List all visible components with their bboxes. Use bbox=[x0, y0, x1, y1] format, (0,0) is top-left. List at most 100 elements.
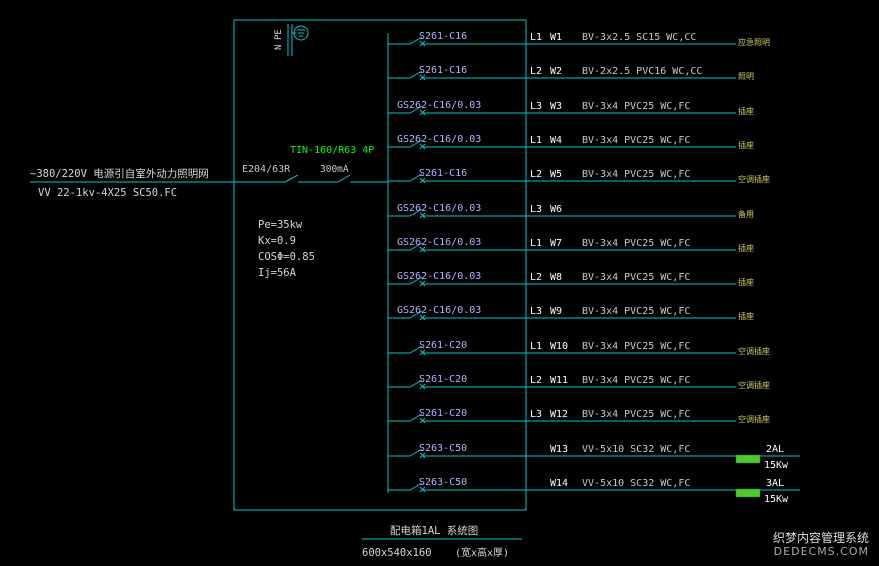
load-ij: Ij=56A bbox=[258, 267, 297, 279]
circuit-12-phase: L3 bbox=[530, 409, 542, 420]
circuit-8-dest: 插座 bbox=[738, 277, 754, 287]
footer-note: (宽x高x厚) bbox=[455, 546, 509, 559]
circuit-3-phase: L3 bbox=[530, 101, 542, 112]
circuit-5-phase: L2 bbox=[530, 169, 542, 180]
watermark-line1: 织梦内容管理系统 bbox=[772, 531, 869, 545]
circuit-9-dest: 插座 bbox=[738, 311, 754, 321]
circuit-13-switch-blade bbox=[409, 448, 423, 457]
circuit-5-cable: BV-3x4 PVC25 WC,FC bbox=[582, 169, 690, 180]
circuit-12-dest: 空调插座 bbox=[738, 414, 770, 424]
circuit-10-id: W10 bbox=[550, 341, 568, 352]
rcd-rating: 300mA bbox=[320, 164, 349, 175]
circuit-2-cable: BV-2x2.5 PVC16 WC,CC bbox=[582, 66, 702, 77]
circuit-13-cable: VV-5x10 SC32 WC,FC bbox=[582, 444, 690, 455]
footer-dims: 600x540x160 bbox=[362, 547, 432, 559]
circuit-9-breaker: GS262-C16/0.03 bbox=[397, 305, 481, 316]
watermark-line2: DEDECMS.COM bbox=[773, 545, 869, 558]
circuit-7-switch-blade bbox=[409, 242, 423, 251]
circuit-1-cable: BV-3x2.5 SC15 WC,CC bbox=[582, 32, 696, 43]
incoming-cable-text: VV 22-1kv-4X25 SC50.FC bbox=[38, 187, 177, 199]
circuit-6-phase: L3 bbox=[530, 204, 542, 215]
circuit-4-dest: 插座 bbox=[738, 140, 754, 150]
main-breaker-label: E204/63R bbox=[242, 164, 291, 175]
circuit-10-breaker: S261-C20 bbox=[419, 340, 467, 351]
circuit-6-switch-blade bbox=[409, 208, 423, 217]
circuit-7-dest: 插座 bbox=[738, 243, 754, 253]
circuit-4-breaker: GS262-C16/0.03 bbox=[397, 134, 481, 145]
circuit-6-dest: 备用 bbox=[738, 209, 754, 219]
circuit-13-load-icon bbox=[735, 454, 761, 464]
circuit-14-cable: VV-5x10 SC32 WC,FC bbox=[582, 478, 690, 489]
busbar-n-label: N bbox=[274, 45, 284, 50]
circuit-8-breaker: GS262-C16/0.03 bbox=[397, 271, 481, 282]
circuit-1-breaker: S261-C16 bbox=[419, 31, 467, 42]
circuit-4-id: W4 bbox=[550, 135, 562, 146]
circuit-13-id: W13 bbox=[550, 444, 568, 455]
circuit-12-id: W12 bbox=[550, 409, 568, 420]
circuit-8-id: W8 bbox=[550, 272, 562, 283]
circuit-1-switch-blade bbox=[409, 36, 423, 45]
circuit-9-cable: BV-3x4 PVC25 WC,FC bbox=[582, 306, 690, 317]
circuit-13-breaker: S263-C50 bbox=[419, 443, 467, 454]
footer-title: 配电箱1AL 系统图 bbox=[390, 524, 478, 537]
circuit-4-phase: L1 bbox=[530, 135, 542, 146]
circuit-1-id: W1 bbox=[550, 32, 562, 43]
circuit-3-cable: BV-3x4 PVC25 WC,FC bbox=[582, 101, 690, 112]
circuit-11-cable: BV-3x4 PVC25 WC,FC bbox=[582, 375, 690, 386]
main-breaker-switch bbox=[284, 174, 299, 183]
circuit-12-breaker: S261-C20 bbox=[419, 408, 467, 419]
circuit-14-id: W14 bbox=[550, 478, 568, 489]
circuit-11-dest: 空调插座 bbox=[738, 380, 770, 390]
circuit-11-id: W11 bbox=[550, 375, 568, 386]
incoming-supply-text: ~380/220V 电源引自室外动力照明网 bbox=[30, 167, 209, 180]
circuit-5-dest: 空调插座 bbox=[738, 174, 770, 184]
rcd-switch bbox=[337, 174, 351, 183]
circuit-7-id: W7 bbox=[550, 238, 562, 249]
circuit-10-switch-blade bbox=[409, 345, 423, 354]
circuit-3-id: W3 bbox=[550, 101, 562, 112]
rcd-label: TIN-160/R63 4P bbox=[290, 145, 374, 156]
circuit-9-phase: L3 bbox=[530, 306, 542, 317]
circuit-3-switch-blade bbox=[409, 105, 423, 114]
circuit-10-cable: BV-3x4 PVC25 WC,FC bbox=[582, 341, 690, 352]
circuit-11-breaker: S261-C20 bbox=[419, 374, 467, 385]
circuit-3-dest: 插座 bbox=[738, 106, 754, 116]
circuit-2-dest: 照明 bbox=[738, 72, 754, 81]
circuit-6-id: W6 bbox=[550, 204, 562, 215]
circuit-9-id: W9 bbox=[550, 306, 562, 317]
circuit-5-id: W5 bbox=[550, 169, 562, 180]
circuit-2-phase: L2 bbox=[530, 66, 542, 77]
circuit-14-dest: 3AL bbox=[766, 478, 784, 489]
load-cos: COSΦ=0.85 bbox=[258, 251, 315, 263]
circuit-13-dest: 2AL bbox=[766, 444, 784, 455]
circuit-14-breaker: S263-C50 bbox=[419, 477, 467, 488]
circuit-8-cable: BV-3x4 PVC25 WC,FC bbox=[582, 272, 690, 283]
circuit-14-switch-blade bbox=[409, 482, 423, 491]
circuit-8-switch-blade bbox=[409, 276, 423, 285]
circuit-7-breaker: GS262-C16/0.03 bbox=[397, 237, 481, 248]
circuit-10-dest: 空调插座 bbox=[738, 346, 770, 356]
circuit-8-phase: L2 bbox=[530, 272, 542, 283]
circuit-14-load-icon bbox=[735, 488, 761, 498]
circuit-12-cable: BV-3x4 PVC25 WC,FC bbox=[582, 409, 690, 420]
circuit-1-phase: L1 bbox=[530, 32, 542, 43]
circuit-6-breaker: GS262-C16/0.03 bbox=[397, 203, 481, 214]
circuit-7-phase: L1 bbox=[530, 238, 542, 249]
watermark: 织梦内容管理系统 DEDECMS.COM bbox=[757, 531, 869, 558]
circuit-14-power: 15Kw bbox=[764, 494, 789, 505]
load-pe: Pe=35kw bbox=[258, 219, 303, 231]
circuit-12-switch-blade bbox=[409, 413, 423, 422]
circuit-4-cable: BV-3x4 PVC25 WC,FC bbox=[582, 135, 690, 146]
load-kx: Kx=0.9 bbox=[258, 235, 296, 247]
circuit-7-cable: BV-3x4 PVC25 WC,FC bbox=[582, 238, 690, 249]
circuit-10-phase: L1 bbox=[530, 341, 542, 352]
circuit-2-id: W2 bbox=[550, 66, 562, 77]
circuit-5-breaker: S261-C16 bbox=[419, 168, 467, 179]
circuit-11-phase: L2 bbox=[530, 375, 542, 386]
busbar-pe-label: PE bbox=[274, 29, 284, 40]
circuit-11-switch-blade bbox=[409, 379, 423, 388]
circuit-5-switch-blade bbox=[409, 173, 423, 182]
circuit-2-switch-blade bbox=[409, 70, 423, 79]
